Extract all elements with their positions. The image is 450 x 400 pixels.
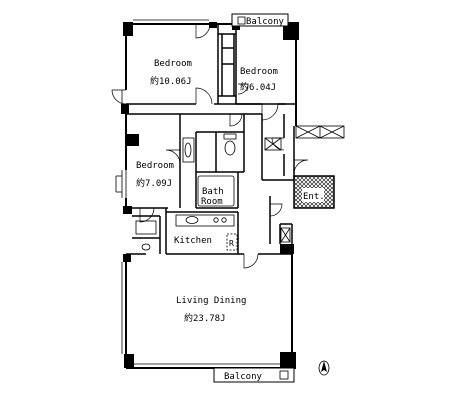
living-dining-name: Living Dining	[176, 296, 246, 306]
door-swings	[111, 23, 309, 269]
bedroom-3-name: Bedroom	[136, 161, 174, 171]
balcony-bottom	[213, 367, 295, 383]
bedroom-1-name: Bedroom	[154, 59, 192, 69]
balcony-drain-icon	[237, 16, 246, 25]
north-arrow-icon	[318, 360, 330, 376]
living-dining-area: 約23.78J	[184, 312, 226, 324]
bedroom-1-area: 約10.06J	[150, 75, 192, 87]
bedroom-3-area: 約7.09J	[136, 177, 172, 189]
balcony-top	[231, 13, 289, 27]
bedroom-2-name: Bedroom	[240, 67, 278, 77]
fixtures	[135, 125, 345, 251]
balcony-bottom-label: Balcony	[224, 372, 263, 382]
bath-label-line2: Room	[201, 197, 223, 207]
balcony-top-label: Balcony	[246, 17, 285, 27]
bedroom-2-area: 約6.04J	[240, 81, 276, 93]
entrance-label-bg	[302, 188, 324, 202]
fridge-mark: R	[229, 239, 234, 248]
room-labels: Bedroom 約10.06J Bedroom 約6.04J Bedroom 約…	[136, 17, 325, 382]
balcony-drain-icon	[279, 370, 289, 380]
bath-label-line1: Bath	[202, 187, 224, 197]
kitchen-label: Kitchen	[174, 236, 212, 246]
interior-walls	[126, 24, 296, 255]
entrance-label: Ent.	[303, 192, 325, 202]
